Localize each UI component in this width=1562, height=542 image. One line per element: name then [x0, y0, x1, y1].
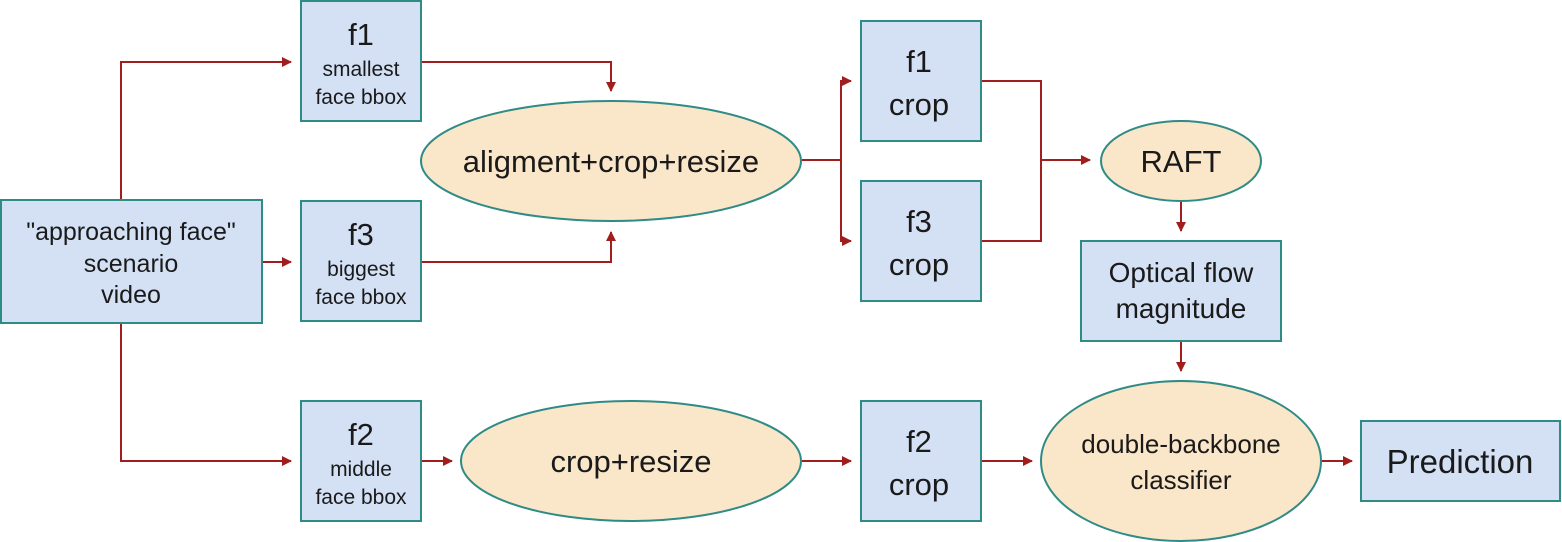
align-crop-resize-node: aligment+crop+resize [420, 100, 802, 222]
video-line-1: "approaching face" [26, 218, 236, 246]
crop-resize-node: crop+resize [460, 400, 802, 522]
f3-sub-2: face bbox [315, 286, 407, 309]
edge-align-to-f3crop [840, 160, 852, 246]
f2-node: f2 middle face bbox [300, 400, 422, 522]
raft-label: RAFT [1141, 144, 1222, 179]
optical-flow-node: Optical flow magnitude [1080, 240, 1282, 342]
classifier-line-1: double-backbone [1081, 429, 1281, 459]
f1-title: f1 [348, 17, 374, 52]
f1-crop-line-2: crop [889, 87, 949, 122]
f1-crop-line-1: f1 [906, 44, 932, 79]
raft-node: RAFT [1100, 120, 1262, 202]
edges [120, 57, 1353, 466]
optical-flow-line-2: magnitude [1116, 293, 1247, 324]
align-crop-resize-label: aligment+crop+resize [463, 144, 759, 179]
f1-sub-2: face bbox [315, 86, 407, 109]
edge-video-to-f1 [120, 57, 292, 200]
crop-resize-label: crop+resize [550, 444, 711, 479]
f3-crop-node: f3 crop [860, 180, 982, 302]
f2-sub-1: middle [330, 458, 392, 481]
f1-node: f1 smallest face bbox [300, 0, 422, 122]
edge-f1-to-align [421, 61, 616, 92]
f3-title: f3 [348, 217, 374, 252]
f3-sub-1: biggest [327, 258, 395, 281]
f3-crop-line-1: f3 [906, 204, 932, 239]
video-node: "approaching face" scenario video [0, 199, 263, 324]
f3-crop-line-2: crop [889, 247, 949, 282]
edge-align-to-f1crop [802, 76, 852, 161]
f1-sub-1: smallest [322, 58, 399, 81]
f2-crop-node: f2 crop [860, 400, 982, 522]
f2-crop-line-2: crop [889, 467, 949, 502]
classifier-node: double-backbone classifier [1040, 380, 1322, 542]
f2-sub-2: face bbox [315, 486, 407, 509]
prediction-label: Prediction [1387, 443, 1534, 480]
video-line-2: scenario [84, 250, 179, 278]
optical-flow-line-1: Optical flow [1109, 257, 1254, 288]
edge-f1crop-to-raft [981, 80, 1091, 165]
edge-video-to-f2 [120, 323, 292, 466]
f1-crop-node: f1 crop [860, 20, 982, 142]
edge-f3-to-align [421, 231, 616, 263]
video-line-3: video [101, 281, 161, 309]
f2-crop-line-1: f2 [906, 424, 932, 459]
edge-f3crop-to-raft [981, 160, 1042, 242]
f2-title: f2 [348, 417, 374, 452]
prediction-node: Prediction [1360, 420, 1561, 502]
f3-node: f3 biggest face bbox [300, 200, 422, 322]
classifier-line-2: classifier [1130, 465, 1231, 495]
